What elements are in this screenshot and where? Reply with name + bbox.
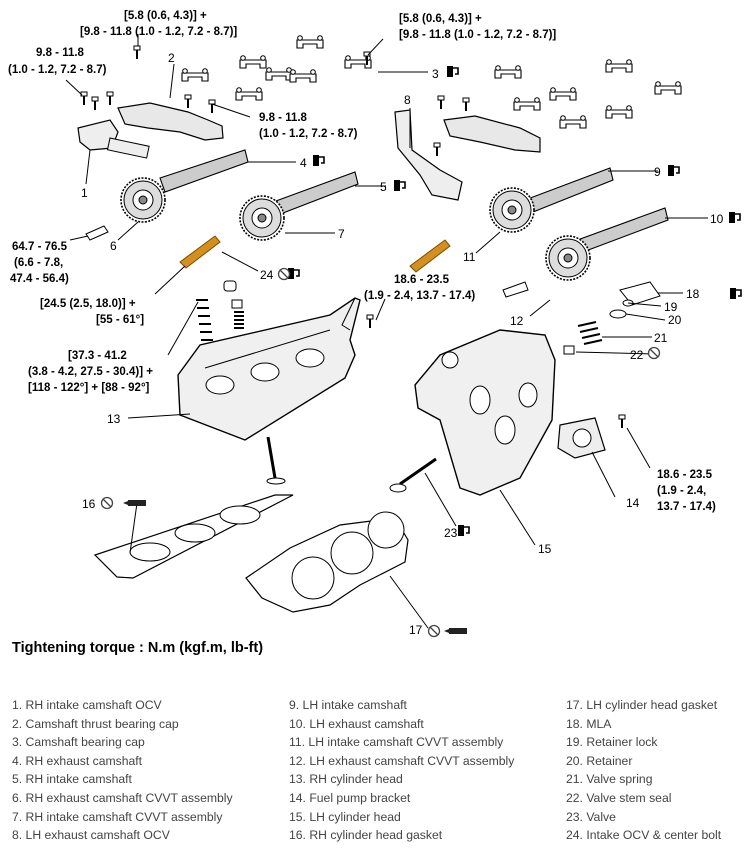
torque-spec-g: [24.5 (2.5, 18.0)] + [55 - 61°] <box>40 298 144 326</box>
legend-item: 20. Retainer <box>566 753 633 768</box>
torque-spec-h: [37.3 - 41.2 (3.8 - 4.2, 27.5 - 30.4)] +… <box>28 350 156 394</box>
lh-thrust-bearing-cap <box>443 115 541 153</box>
fuel-pump-bracket <box>557 417 606 459</box>
rh-cylinder-head <box>177 297 361 441</box>
callout-11: 11 <box>463 250 476 264</box>
legend-item: 7. RH intake camshaft CVVT assembly <box>12 809 223 824</box>
callout-2: 2 <box>168 51 175 65</box>
callout-24: 24 <box>260 268 274 282</box>
callout-12: 12 <box>510 314 524 328</box>
valves <box>266 436 437 493</box>
callout-17: 17 <box>409 623 423 637</box>
no-reuse-icon <box>427 624 441 638</box>
callout-14: 14 <box>626 496 640 510</box>
callout-10: 10 <box>710 212 724 226</box>
valve-parts <box>196 280 661 355</box>
legend-item: 9. LH intake camshaft <box>289 698 407 712</box>
legend-item: 22. Valve stem seal <box>566 790 672 805</box>
callout-20: 20 <box>668 313 682 327</box>
rh-bearing-caps <box>181 35 372 101</box>
exploded-view-diagram: 1 2 3 4 5 6 7 8 9 10 11 12 13 14 15 16 1… <box>8 10 742 638</box>
legend-item: 5. RH intake camshaft <box>12 772 132 787</box>
lh-cylinder-head <box>414 329 556 496</box>
torque-icon <box>728 211 741 224</box>
torque-spec-d: 9.8 - 11.8 (1.0 - 1.2, 7.2 - 8.7) <box>259 112 358 140</box>
callout-7: 7 <box>338 227 345 241</box>
legend-item: 24. Intake OCV & center bolt <box>566 828 722 843</box>
legend-item: 16. RH cylinder head gasket <box>289 828 443 843</box>
callout-21: 21 <box>654 331 668 345</box>
torque-spec-a: [5.8 (0.6, 4.3)] + [9.8 - 11.8 (1.0 - 1.… <box>80 10 237 38</box>
callout-22: 22 <box>630 348 644 362</box>
callout-15: 15 <box>538 542 552 556</box>
legend-item: 17. LH cylinder head gasket <box>566 698 718 712</box>
torque-spec-f: 18.6 - 23.5 (1.9 - 2.4, 13.7 - 17.4) <box>364 274 475 302</box>
legend-item: 8. LH exhaust camshaft OCV <box>12 828 170 843</box>
legend-item: 2. Camshaft thrust bearing cap <box>12 716 179 731</box>
legend-item: 4. RH exhaust camshaft <box>12 753 143 768</box>
cvvt-assemblies <box>120 177 591 281</box>
legend-item: 3. Camshaft bearing cap <box>12 735 145 750</box>
sealant-icon <box>123 500 146 506</box>
legend-column-3: 17. LH cylinder head gasket 18. MLA 19. … <box>566 696 721 845</box>
legend-column-1: 1. RH intake camshaft OCV 2. Camshaft th… <box>12 696 233 845</box>
torque-icon <box>729 287 742 300</box>
lh-bearing-caps <box>494 59 682 129</box>
torque-icon <box>446 65 459 78</box>
legend-column-2: 9. LH intake camshaft 10. LH exhaust cam… <box>289 696 514 845</box>
callout-23: 23 <box>444 526 458 540</box>
torque-spec-i: 18.6 - 23.5 (1.9 - 2.4, 13.7 - 17.4) <box>657 469 716 513</box>
center-bolts <box>85 225 529 298</box>
callout-6: 6 <box>110 239 117 253</box>
callout-1: 1 <box>81 186 88 200</box>
rh-intake-ocv <box>77 119 150 159</box>
intake-ocv-center-bolts <box>179 235 451 273</box>
no-reuse-icon <box>100 496 114 510</box>
legend-item: 19. Retainer lock <box>566 735 658 750</box>
legend-item: 10. LH exhaust camshaft <box>289 716 424 731</box>
torque-spec-b: [5.8 (0.6, 4.3)] + [9.8 - 11.8 (1.0 - 1.… <box>399 13 556 41</box>
sealant-icon <box>444 628 467 634</box>
torque-icon <box>457 524 470 537</box>
tightening-torque-title: Tightening torque : N.m (kgf.m, lb-ft) <box>12 640 264 656</box>
callout-16: 16 <box>82 497 96 511</box>
legend-item: 21. Valve spring <box>566 772 653 787</box>
callout-3: 3 <box>432 67 439 81</box>
callout-18: 18 <box>686 287 700 301</box>
callout-5: 5 <box>380 180 387 194</box>
callout-13: 13 <box>107 412 121 426</box>
torque-spec-e: 64.7 - 76.5 (6.6 - 7.8, 47.4 - 56.4) <box>10 241 70 285</box>
legend-item: 12. LH exhaust camshaft CVVT assembly <box>289 753 515 768</box>
torque-icon <box>312 154 325 167</box>
torque-spec-c: 9.8 - 11.8 (1.0 - 1.2, 7.2 - 8.7) <box>8 47 107 76</box>
callout-19: 19 <box>664 300 678 314</box>
no-reuse-icon <box>647 346 661 360</box>
leader-lines <box>65 34 708 629</box>
legend-item: 13. RH cylinder head <box>289 772 403 787</box>
callout-numbers: 1 2 3 4 5 6 7 8 9 10 11 12 13 14 15 16 1… <box>81 51 724 637</box>
no-reuse-icon <box>277 267 291 281</box>
callout-4: 4 <box>300 156 307 170</box>
lh-exhaust-ocv <box>394 109 463 201</box>
camshafts <box>159 149 669 256</box>
callout-8: 8 <box>404 93 411 107</box>
callout-9: 9 <box>654 165 661 179</box>
torque-icon <box>393 179 406 192</box>
legend-item: 11. LH intake camshaft CVVT assembly <box>289 735 504 750</box>
lh-cylinder-head-gasket <box>245 511 409 613</box>
rh-thrust-bearing-cap <box>117 102 224 141</box>
legend-item: 23. Valve <box>566 809 616 824</box>
torque-icon <box>667 164 680 177</box>
legend-item: 14. Fuel pump bracket <box>289 790 411 805</box>
legend-item: 1. RH intake camshaft OCV <box>12 698 162 712</box>
legend-item: 18. MLA <box>566 716 612 731</box>
legend-item: 6. RH exhaust camshaft CVVT assembly <box>12 790 233 805</box>
legend-item: 15. LH cylinder head <box>289 809 401 824</box>
